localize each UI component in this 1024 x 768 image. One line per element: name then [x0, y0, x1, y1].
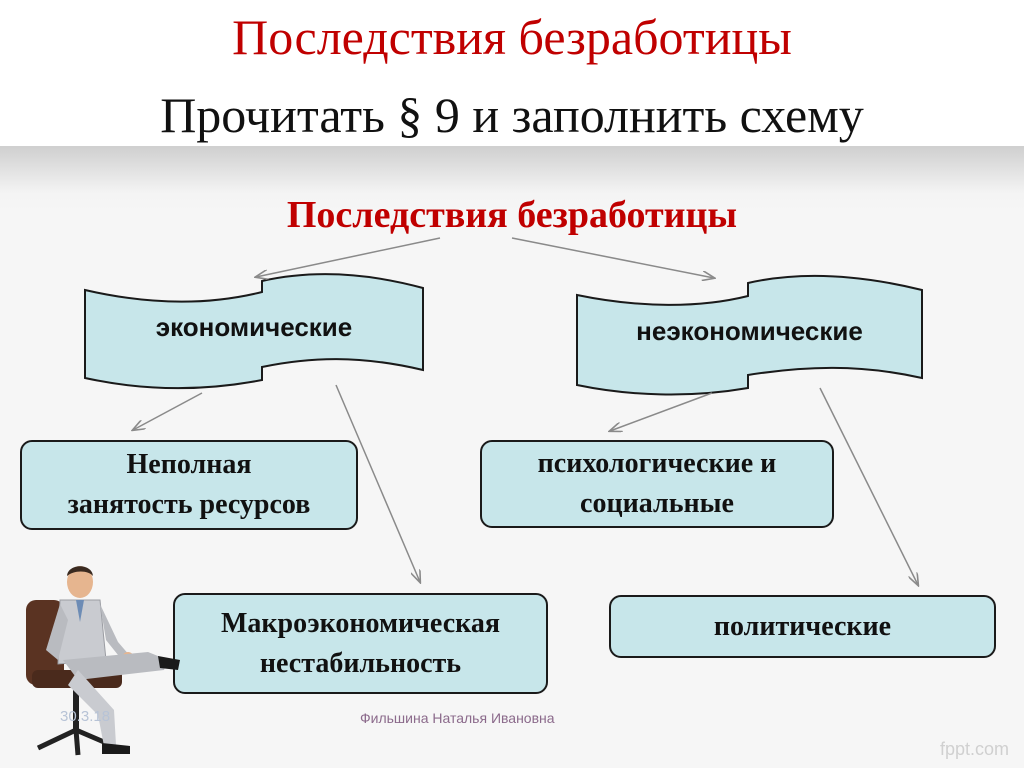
- arrow-to-economic: [256, 237, 441, 277]
- gradient-band: [0, 146, 1024, 214]
- political-box: политические: [609, 595, 996, 658]
- arrow-to-underemployment: [133, 392, 203, 430]
- footer-brand: fppt.com: [940, 739, 1010, 759]
- slide-title: Последствия безработицы: [232, 9, 792, 65]
- businessman-in-chair-icon: [26, 566, 180, 756]
- noneconomic-label: неэкономические: [636, 316, 863, 346]
- macro-line2: нестабильность: [259, 647, 462, 679]
- footer-date: 30.3.18: [60, 708, 111, 725]
- arrow-to-political: [819, 387, 918, 585]
- arrow-to-psych: [610, 392, 713, 431]
- psych-line1: психологические и: [537, 448, 777, 479]
- economic-label: экономические: [155, 312, 353, 342]
- political-label: политические: [713, 610, 892, 642]
- psych-line2: социальные: [580, 488, 734, 519]
- psych-social-box: психологические и социальные: [480, 440, 834, 528]
- arrow-to-noneconomic: [511, 237, 714, 278]
- banner-noneconomic: [576, 274, 923, 396]
- slide-subtitle: Прочитать § 9 и заполнить схему: [160, 87, 864, 143]
- arrow-to-macro: [335, 384, 420, 582]
- underemployment-box: Неполная занятость ресурсов: [20, 440, 358, 530]
- title-area: Последствия безработицы Прочитать § 9 и …: [0, 0, 1024, 146]
- banner-economic: [84, 273, 424, 390]
- underemployment-line2: занятость ресурсов: [67, 489, 311, 520]
- macro-box: Макроэкономическая нестабильность: [173, 593, 548, 694]
- footer-author: Фильшина Наталья Ивановна: [360, 710, 555, 726]
- macro-line1: Макроэкономическая: [221, 607, 500, 639]
- diagram-heading: Последствия безработицы: [286, 194, 738, 236]
- underemployment-line1: Неполная: [126, 449, 252, 480]
